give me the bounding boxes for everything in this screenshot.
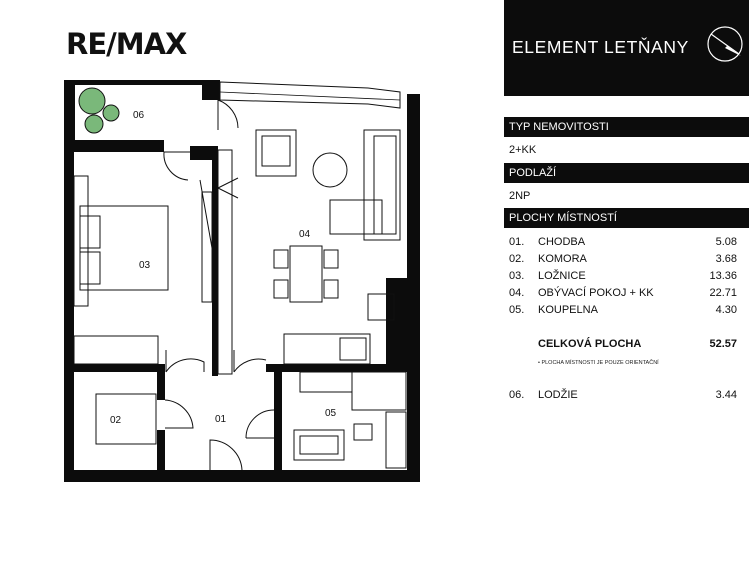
room-area: 4.30 [715, 304, 737, 316]
room-row: 01. CHODBA 5.08 [509, 236, 739, 250]
type-value: 2+KK [509, 144, 537, 156]
floor-plan: 06 03 04 02 01 05 [64, 80, 420, 482]
total-label: CELKOVÁ PLOCHA [538, 338, 642, 350]
room-row: 03. LOŽNICE 13.36 [509, 270, 739, 284]
label-02: 02 [110, 415, 122, 426]
room-area: 22.71 [709, 287, 737, 299]
north-arrow-icon [707, 26, 743, 62]
area-note: • PLOCHA MÍSTNOSTI JE POUZE ORIENTAČNÍ [538, 360, 659, 366]
room-number: 01. [509, 236, 525, 248]
type-header: TYP NEMOVITOSTI [504, 117, 749, 137]
remax-logo: RE/MAX [66, 27, 187, 61]
project-title: ELEMENT LETŇANY [512, 37, 689, 57]
room-number: 02. [509, 253, 525, 265]
label-01: 01 [215, 414, 227, 425]
room-number: 05. [509, 304, 525, 316]
room-area: 13.36 [709, 270, 737, 282]
plants [78, 87, 120, 134]
label-05: 05 [325, 408, 337, 419]
extra-row: 06. LODŽIE 3.44 [509, 389, 739, 403]
label-06: 06 [133, 110, 145, 121]
room-row: 02. KOMORA 3.68 [509, 253, 739, 267]
floor-value: 2NP [509, 190, 531, 202]
total-value: 52.57 [709, 338, 737, 350]
label-04: 04 [299, 229, 311, 240]
room-name: CHODBA [538, 236, 586, 248]
room-name: OBÝVACÍ POKOJ + KK [538, 287, 654, 299]
room-area: 3.68 [715, 253, 737, 265]
total-area-row: CELKOVÁ PLOCHA 52.57 [538, 338, 739, 350]
room-number: 04. [509, 287, 525, 299]
room-number: 06. [509, 389, 525, 401]
label-03: 03 [139, 260, 151, 271]
walls [64, 80, 420, 482]
areas-header: PLOCHY MÍSTNOSTÍ [504, 208, 749, 228]
room-row: 05. KOUPELNA 4.30 [509, 304, 739, 318]
room-area: 3.44 [715, 389, 737, 401]
room-row: 04. OBÝVACÍ POKOJ + KK 22.71 [509, 287, 739, 301]
room-area: 5.08 [715, 236, 737, 248]
room-number: 03. [509, 270, 525, 282]
room-name: LODŽIE [538, 389, 578, 401]
room-name: KOUPELNA [538, 304, 598, 316]
floor-header: PODLAŽÍ [504, 163, 749, 183]
furniture [73, 129, 407, 469]
room-name: LOŽNICE [538, 270, 586, 282]
room-name: KOMORA [538, 253, 587, 265]
